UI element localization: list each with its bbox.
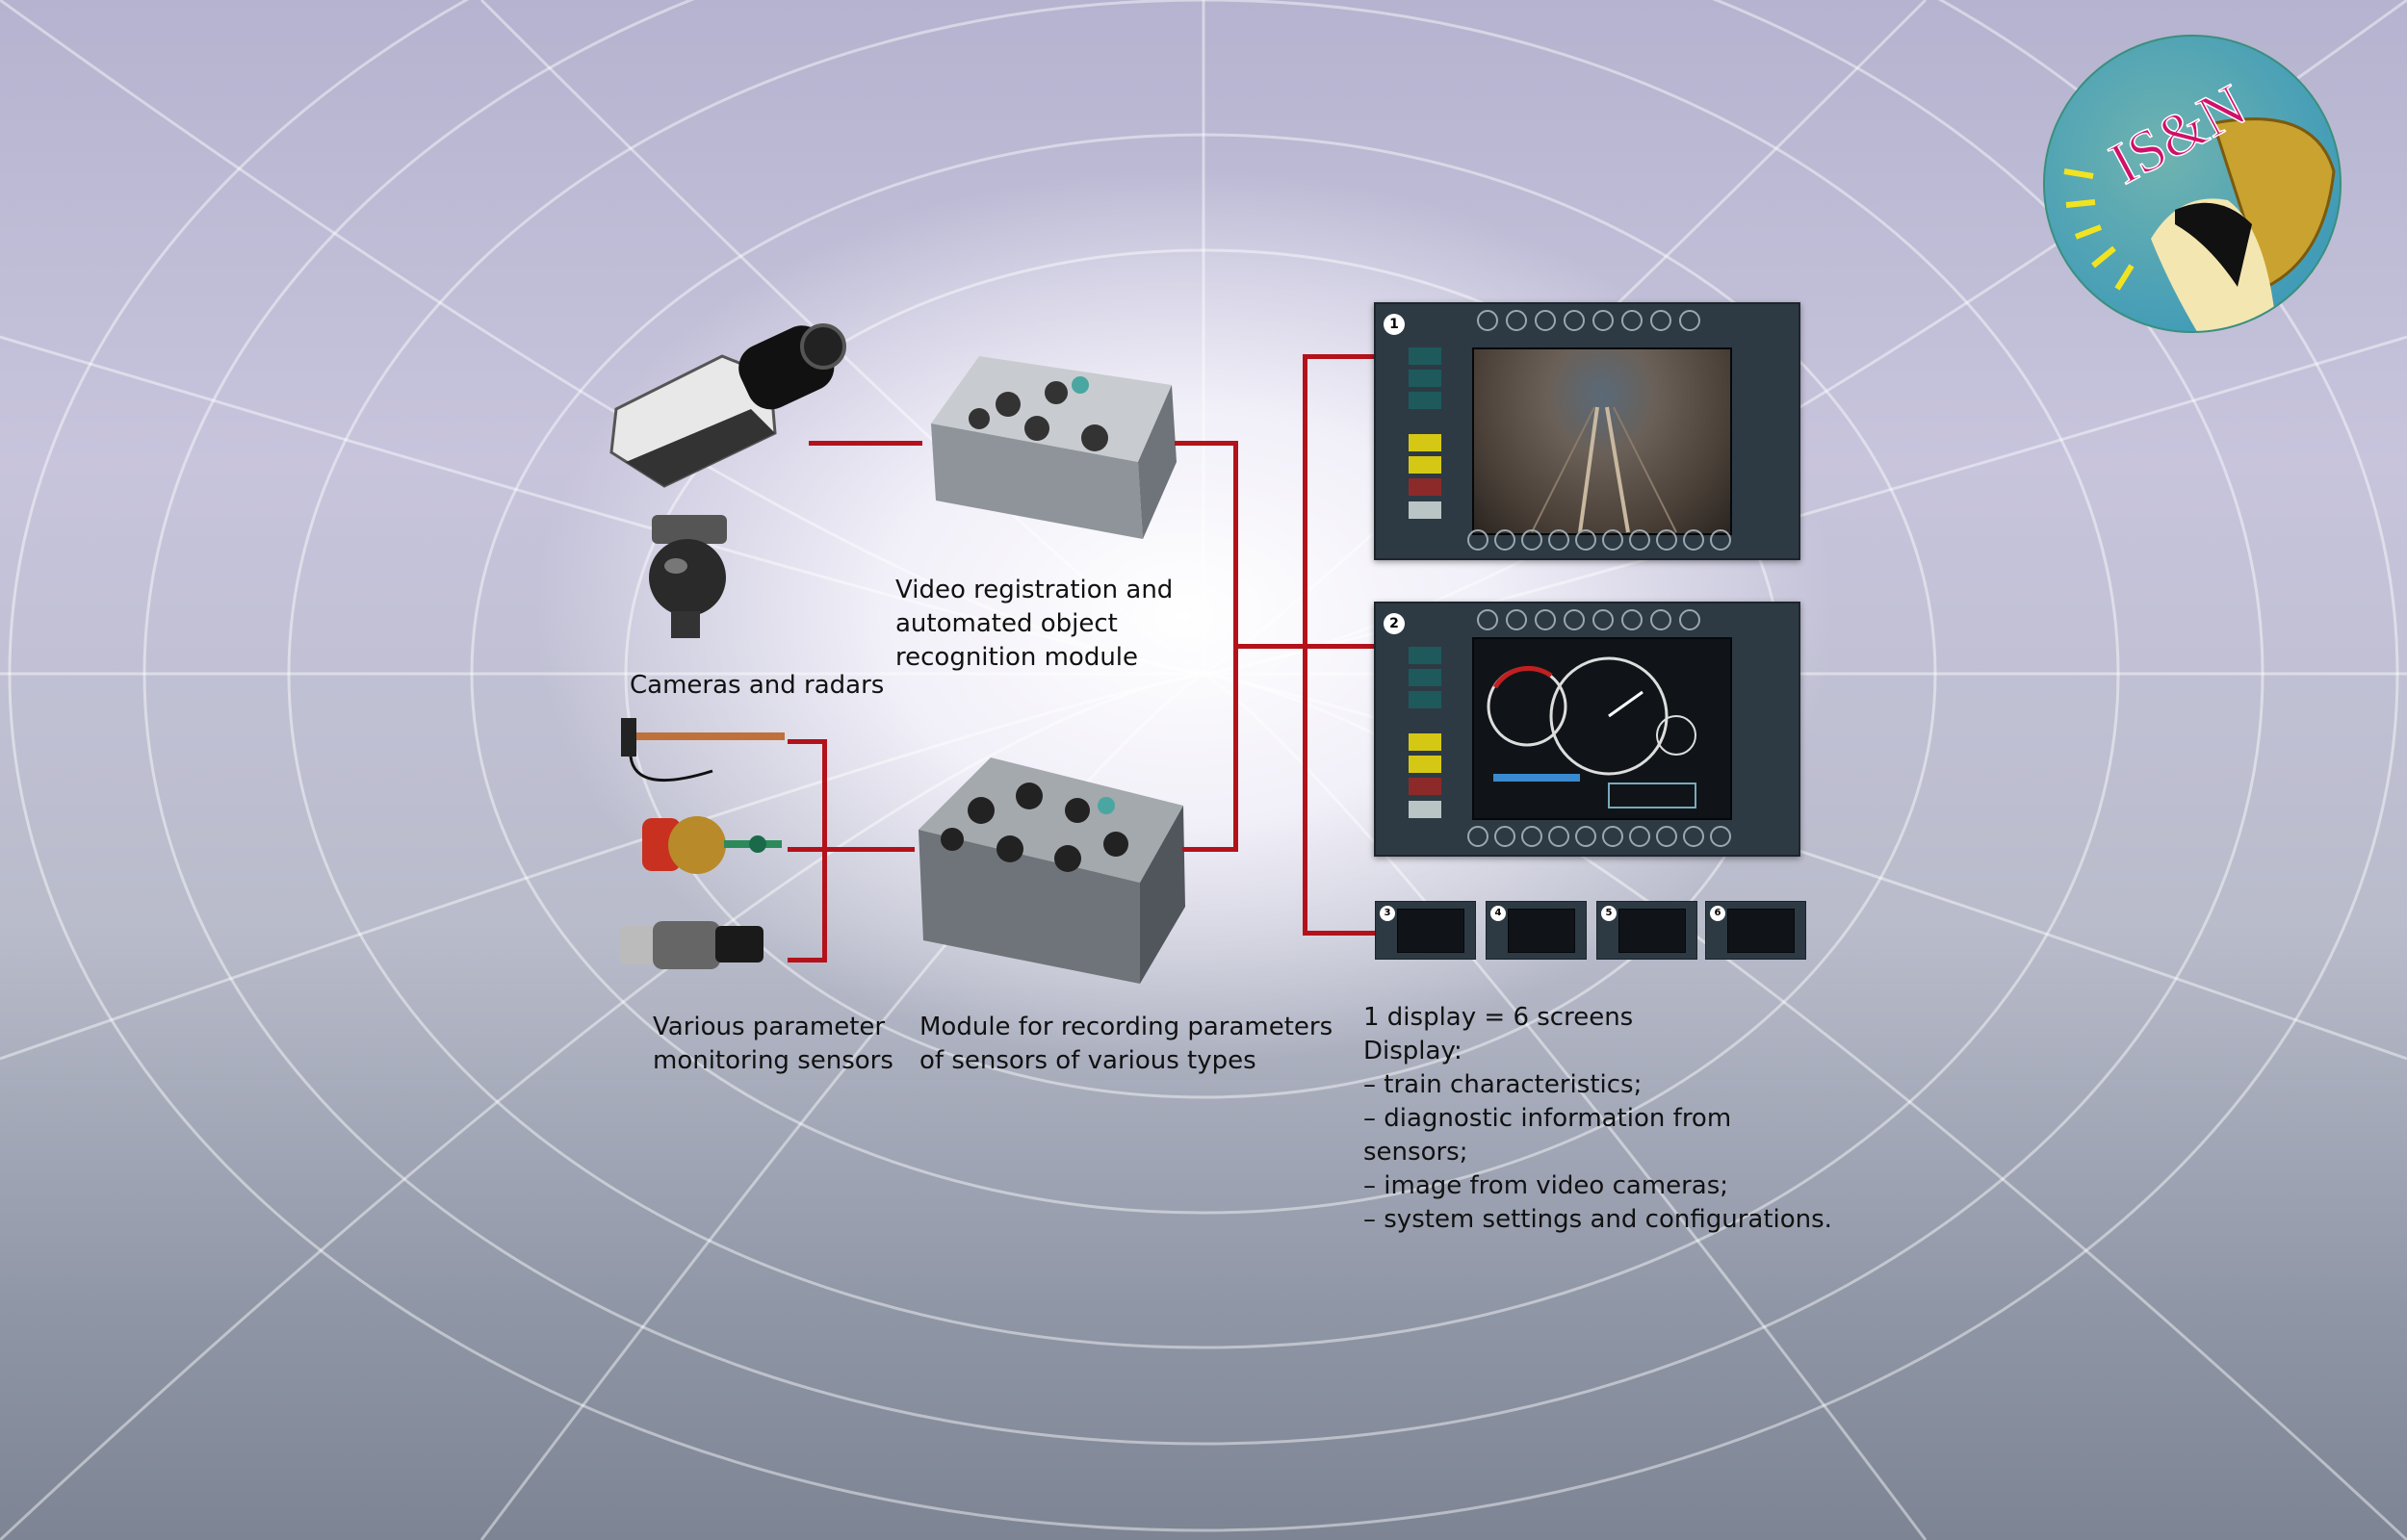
screen-number-badge: 3 [1380,906,1395,921]
status-indicator [1409,478,1441,496]
sensor-bracket-middle [788,847,915,852]
recording-module-label-line: of sensors of various types [919,1046,1256,1075]
cameras-label: Cameras and radars [630,671,885,700]
falcon-emblem-icon: IS&N [2063,71,2336,331]
status-indicator [1409,778,1441,795]
sensors-label-line: Various parameter [653,1013,886,1041]
video-module-label: Video registration and automated object … [895,574,1173,675]
status-indicator [1409,647,1441,664]
status-indicator [1409,456,1441,474]
status-indicator [1409,756,1441,773]
status-indicator [1409,392,1441,409]
display-thumbnail-3: 3 [1375,901,1476,960]
screen-number-badge: 2 [1384,613,1405,634]
box-camera-image [607,318,852,491]
sensors-label-line: monitoring sensors [653,1046,893,1075]
numbered-button-row [1467,826,1731,847]
sensors-label: Various parameter monitoring sensors [653,1011,893,1078]
status-indicator [1409,501,1441,519]
display-info-subheading: Display: [1363,1037,1462,1065]
rotation-sensor-image [637,808,787,886]
status-indicator [1409,691,1441,708]
connector-trunk-to-displays [1233,644,1307,649]
connector-to-display-1 [1303,354,1376,359]
status-indicator [1409,347,1441,365]
top-button-row [1477,310,1700,331]
status-indicator [1409,733,1441,751]
display-info-item: – system settings and configurations. [1363,1205,1832,1234]
screen-number-badge: 6 [1710,906,1725,921]
status-indicator [1409,801,1441,818]
top-button-row [1477,609,1700,630]
display-info-item: sensors; [1363,1138,1468,1167]
video-module-label-line: recognition module [895,643,1139,672]
camera-view-screen [1472,347,1732,535]
status-indicator [1409,434,1441,451]
screen-number-badge: 4 [1490,906,1506,921]
recording-module-image [914,753,1191,990]
thumbnail-screen [1508,909,1575,953]
speedometer-gauges-icon [1487,656,1696,808]
connector-camera-to-video-module [809,441,922,446]
dome-radar-image [637,510,738,640]
thumbnail-screen [1397,909,1464,953]
sensor-bracket-bottom [788,958,827,962]
connector-to-thumbnails [1303,931,1376,936]
video-module-label-line: Video registration and [895,576,1174,604]
connector-recording-module-out [1182,847,1238,852]
recording-module-label-line: Module for recording parameters [919,1013,1333,1041]
display-info-text: 1 display = 6 screens Display: – train c… [1363,1001,1832,1237]
display-thumbnail-5: 5 [1596,901,1697,960]
screen-number-badge: 5 [1601,906,1617,921]
display-info-item: – train characteristics; [1363,1070,1643,1099]
video-module-label-line: automated object [895,609,1118,638]
display-info-item: – image from video cameras; [1363,1171,1729,1200]
temperature-probe-image [616,713,785,790]
speedometer-screen [1472,637,1732,820]
display-thumbnail-4: 4 [1486,901,1587,960]
screen-number-badge: 1 [1384,314,1405,335]
display-screen-1: 1 [1374,302,1800,560]
connector-video-module-out [1175,441,1237,446]
display-screen-2: 2 [1374,602,1800,857]
connector-to-display-2 [1303,644,1376,649]
thumbnail-screen [1618,909,1686,953]
display-info-item: – diagnostic information from [1363,1104,1732,1133]
sensor-bracket-top [788,739,827,744]
video-registration-module-image [921,346,1183,553]
display-thumbnail-6: 6 [1705,901,1806,960]
numbered-button-row [1467,529,1731,551]
display-info-heading: 1 display = 6 screens [1363,1003,1634,1032]
pressure-sensor-image [614,907,768,984]
thumbnail-screen [1727,909,1795,953]
recording-module-label: Module for recording parameters of senso… [919,1011,1333,1078]
isn-logo: IS&N [2043,35,2342,333]
status-indicator [1409,370,1441,387]
status-indicator [1409,669,1441,686]
